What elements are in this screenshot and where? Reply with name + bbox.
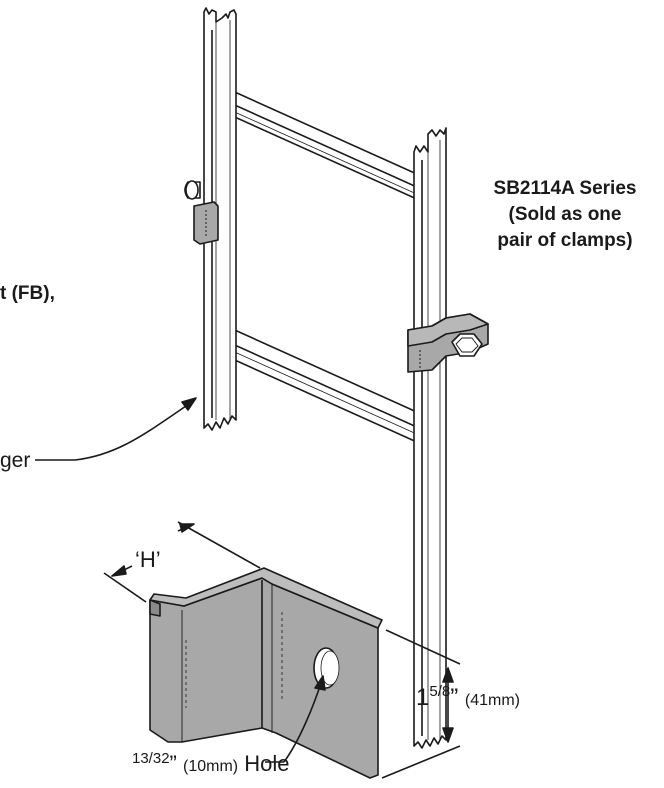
hole-leader [265, 675, 326, 763]
h-dimension-label: ‘H’ [135, 547, 161, 572]
hole-fraction: 13/32 [132, 750, 170, 767]
upper-rung [207, 79, 431, 206]
hole-metric: (10mm) [183, 758, 239, 775]
left-rail-clamp [184, 180, 219, 245]
hole-size-label: 13/32” (10mm) Hole [132, 750, 289, 777]
right-rail [413, 127, 447, 749]
height-fraction: 5/8 [429, 683, 451, 700]
height-whole: 1 [416, 684, 430, 711]
height-dimension [381, 629, 461, 779]
height-inch-mark: ” [450, 684, 459, 711]
hanger-label-fragment: ger [0, 449, 31, 472]
h-dimension [103, 521, 261, 603]
clamp-detail [149, 567, 383, 779]
series-label-line-3: pair of clamps) [497, 230, 633, 251]
hole-word: Hole [244, 751, 290, 776]
series-label: SB2114A Series (Sold as one pair of clam… [470, 176, 660, 254]
left-rail [203, 7, 237, 431]
height-dimension-label: 15/8” (41mm) [416, 683, 520, 712]
right-rail-clamp [407, 313, 489, 373]
hanger-leader [35, 397, 197, 461]
series-label-line-2: (Sold as one [508, 204, 622, 225]
lower-rung [207, 317, 431, 449]
series-label-line-1: SB2114A Series [493, 178, 637, 199]
flange-label-fragment: t (FB), [0, 283, 55, 304]
height-metric: (41mm) [464, 692, 520, 709]
hole-inch-mark: ” [169, 751, 177, 776]
